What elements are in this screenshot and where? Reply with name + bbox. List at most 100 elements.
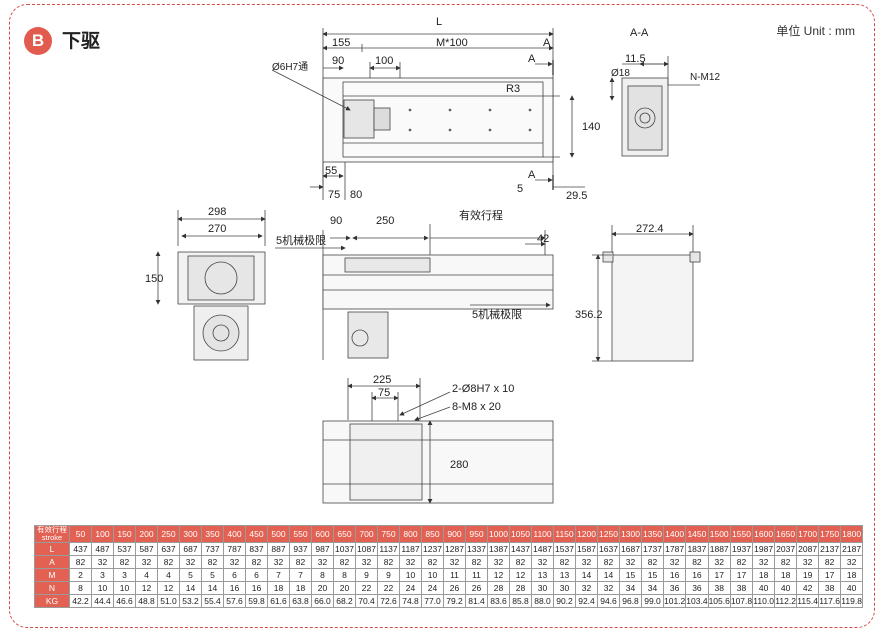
row-label: L xyxy=(34,542,70,556)
stroke-column-header: 1250 xyxy=(597,525,620,543)
table-cell: 57.6 xyxy=(223,594,246,608)
dim-m8-holes: 8-M8 x 20 xyxy=(452,401,501,413)
table-cell: 38 xyxy=(707,581,731,595)
table-cell: 887 xyxy=(267,542,290,556)
dim-90: 90 xyxy=(332,55,344,67)
table-cell: 16 xyxy=(223,581,246,595)
table-cell: 112.2 xyxy=(774,594,798,608)
dim-80: 80 xyxy=(350,189,362,201)
table-cell: 28 xyxy=(487,581,510,595)
table-cell: 1437 xyxy=(509,542,532,556)
table-cell: 12 xyxy=(487,568,510,582)
table-cell: 1787 xyxy=(662,542,687,556)
table-cell: 437 xyxy=(69,542,92,556)
stroke-column-header: 400 xyxy=(223,525,246,543)
dim-75-bottom: 75 xyxy=(378,387,390,399)
stroke-column-header: 1350 xyxy=(641,525,664,543)
dim-29-5: 29.5 xyxy=(566,190,587,202)
table-cell: 4 xyxy=(135,568,158,582)
stroke-column-header: 1800 xyxy=(840,525,864,543)
table-cell: 18 xyxy=(840,568,864,582)
dim-d18: Ø18 xyxy=(611,68,630,79)
stroke-column-header: 450 xyxy=(245,525,268,543)
table-cell: 2 xyxy=(69,568,92,582)
table-cell: 1987 xyxy=(752,542,776,556)
stroke-column-header: 700 xyxy=(355,525,378,543)
table-cell: 26 xyxy=(443,581,466,595)
row-label: KG xyxy=(34,594,70,608)
table-cell: 81.4 xyxy=(465,594,488,608)
dim-225: 225 xyxy=(373,374,391,386)
table-cell: 2087 xyxy=(796,542,820,556)
table-cell: 36 xyxy=(685,581,709,595)
table-cell: 32 xyxy=(179,555,202,569)
table-cell: 94.6 xyxy=(597,594,620,608)
table-cell: 82 xyxy=(333,555,356,569)
stroke-column-header: 550 xyxy=(289,525,312,543)
table-cell: 1087 xyxy=(355,542,378,556)
table-cell: 26 xyxy=(465,581,488,595)
table-cell: 83.6 xyxy=(487,594,510,608)
dim-5: 5 xyxy=(517,183,523,195)
table-cell: 90.2 xyxy=(553,594,576,608)
table-cell: 32 xyxy=(355,555,378,569)
table-cell: 17 xyxy=(818,568,842,582)
table-cell: 82 xyxy=(818,555,842,569)
limit-label-right: 5机械极限 xyxy=(472,307,522,321)
table-cell: 77.0 xyxy=(421,594,444,608)
table-cell: 987 xyxy=(311,542,334,556)
table-cell: 11 xyxy=(465,568,488,582)
table-cell: 66.0 xyxy=(311,594,334,608)
table-cell: 9 xyxy=(377,568,400,582)
table-cell: 18 xyxy=(289,581,312,595)
table-cell: 44.4 xyxy=(91,594,114,608)
table-cell: 10 xyxy=(113,581,136,595)
table-cell: 1237 xyxy=(421,542,444,556)
stroke-column-header: 250 xyxy=(157,525,180,543)
table-cell: 2137 xyxy=(818,542,842,556)
table-cell: 99.0 xyxy=(641,594,664,608)
dim-11-5: 11.5 xyxy=(625,53,646,65)
table-cell: 38 xyxy=(818,581,842,595)
table-cell: 32 xyxy=(575,555,598,569)
table-cell: 6 xyxy=(245,568,268,582)
dim-75: 75 xyxy=(328,189,340,201)
table-cell: 82 xyxy=(157,555,180,569)
table-cell: 15 xyxy=(641,568,664,582)
table-cell: 105.6 xyxy=(707,594,731,608)
table-cell: 92.4 xyxy=(575,594,598,608)
table-cell: 737 xyxy=(201,542,224,556)
dim-272-4: 272.4 xyxy=(636,223,664,235)
table-cell: 1337 xyxy=(465,542,488,556)
table-cell: 2187 xyxy=(840,542,864,556)
table-cell: 587 xyxy=(135,542,158,556)
stroke-column-header: 1450 xyxy=(685,525,709,543)
table-cell: 6 xyxy=(223,568,246,582)
table-cell: 7 xyxy=(267,568,290,582)
stroke-column-header: 950 xyxy=(465,525,488,543)
table-cell: 16 xyxy=(245,581,268,595)
top-view-drawing xyxy=(271,28,585,200)
stroke-column-header: 850 xyxy=(421,525,444,543)
table-cell: 17 xyxy=(729,568,754,582)
table-cell: 1037 xyxy=(333,542,356,556)
table-cell: 4 xyxy=(157,568,180,582)
table-cell: 1737 xyxy=(641,542,664,556)
dim-250: 250 xyxy=(376,215,394,227)
table-cell: 32 xyxy=(267,555,290,569)
table-cell: 8 xyxy=(69,581,92,595)
stroke-column-header: 1000 xyxy=(487,525,510,543)
dim-n-m12: N-M12 xyxy=(690,72,720,83)
table-cell: 20 xyxy=(333,581,356,595)
table-cell: 40 xyxy=(840,581,864,595)
table-cell: 14 xyxy=(179,581,202,595)
table-cell: 40 xyxy=(774,581,798,595)
end-view-drawing xyxy=(155,210,266,361)
table-cell: 82 xyxy=(641,555,664,569)
table-cell: 32 xyxy=(840,555,864,569)
table-cell: 687 xyxy=(179,542,202,556)
